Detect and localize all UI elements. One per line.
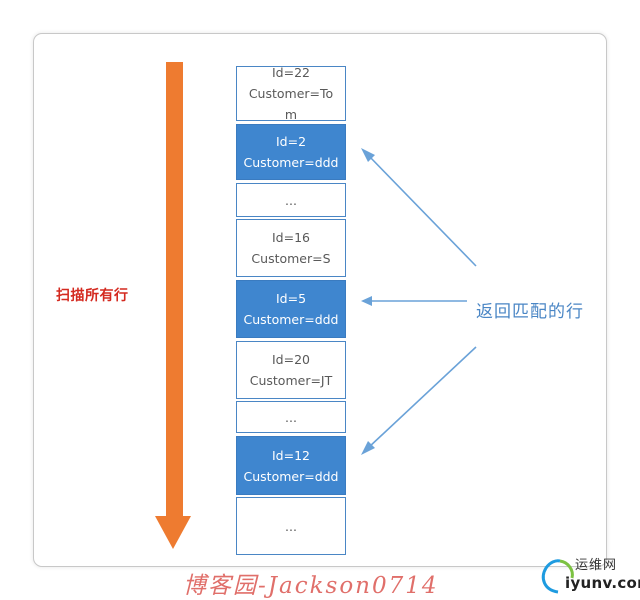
table-row-text: Customer=ddd xyxy=(243,468,339,484)
table-row-text: ... xyxy=(285,409,297,425)
table-row: ... xyxy=(236,183,346,217)
site-logo-domain: iyunv.com xyxy=(565,574,640,592)
table-row-text: Customer=JT xyxy=(249,373,333,388)
table-row-text: Customer=S xyxy=(251,251,331,266)
table-row-text: Customer=To xyxy=(248,86,334,101)
table-row-text: m xyxy=(284,107,298,122)
pointer-arrow-to-row-2 xyxy=(367,154,477,267)
scan-direction-arrow xyxy=(155,62,191,549)
table-row-text: Customer=ddd xyxy=(243,312,339,327)
pointer-arrow-to-row-12 xyxy=(367,346,477,449)
site-logo: 运维网 iyunv.com xyxy=(535,552,640,596)
table-row-text: Id=5 xyxy=(275,291,307,306)
site-logo-swoosh-icon xyxy=(541,559,574,594)
table-row-text: Id=22 xyxy=(271,65,310,80)
table-row: ... xyxy=(236,497,346,555)
return-matched-rows-label: 返回匹配的行 xyxy=(476,302,584,322)
table-row-text: Customer=ddd xyxy=(243,155,339,170)
pointer-arrowhead-row-12 xyxy=(361,441,375,455)
pointer-arrowhead-row-5 xyxy=(361,296,372,306)
table-row: ... xyxy=(236,401,346,433)
table-row-text: ... xyxy=(285,518,297,534)
table-row-text: ... xyxy=(285,192,297,208)
table-row-text: Id=2 xyxy=(275,134,307,149)
scan-all-rows-label: 扫描所有行 xyxy=(56,288,129,304)
table-row-text: Id=12 xyxy=(271,447,310,463)
table-row-text: Id=20 xyxy=(271,352,310,367)
return-pointer-arrows xyxy=(361,148,477,455)
table-row-text: Id=16 xyxy=(271,230,310,245)
pointer-arrowhead-row-2 xyxy=(361,148,375,162)
site-logo-name: 运维网 xyxy=(575,558,618,573)
blog-watermark: 博客园-Jackson0714 xyxy=(183,573,439,599)
